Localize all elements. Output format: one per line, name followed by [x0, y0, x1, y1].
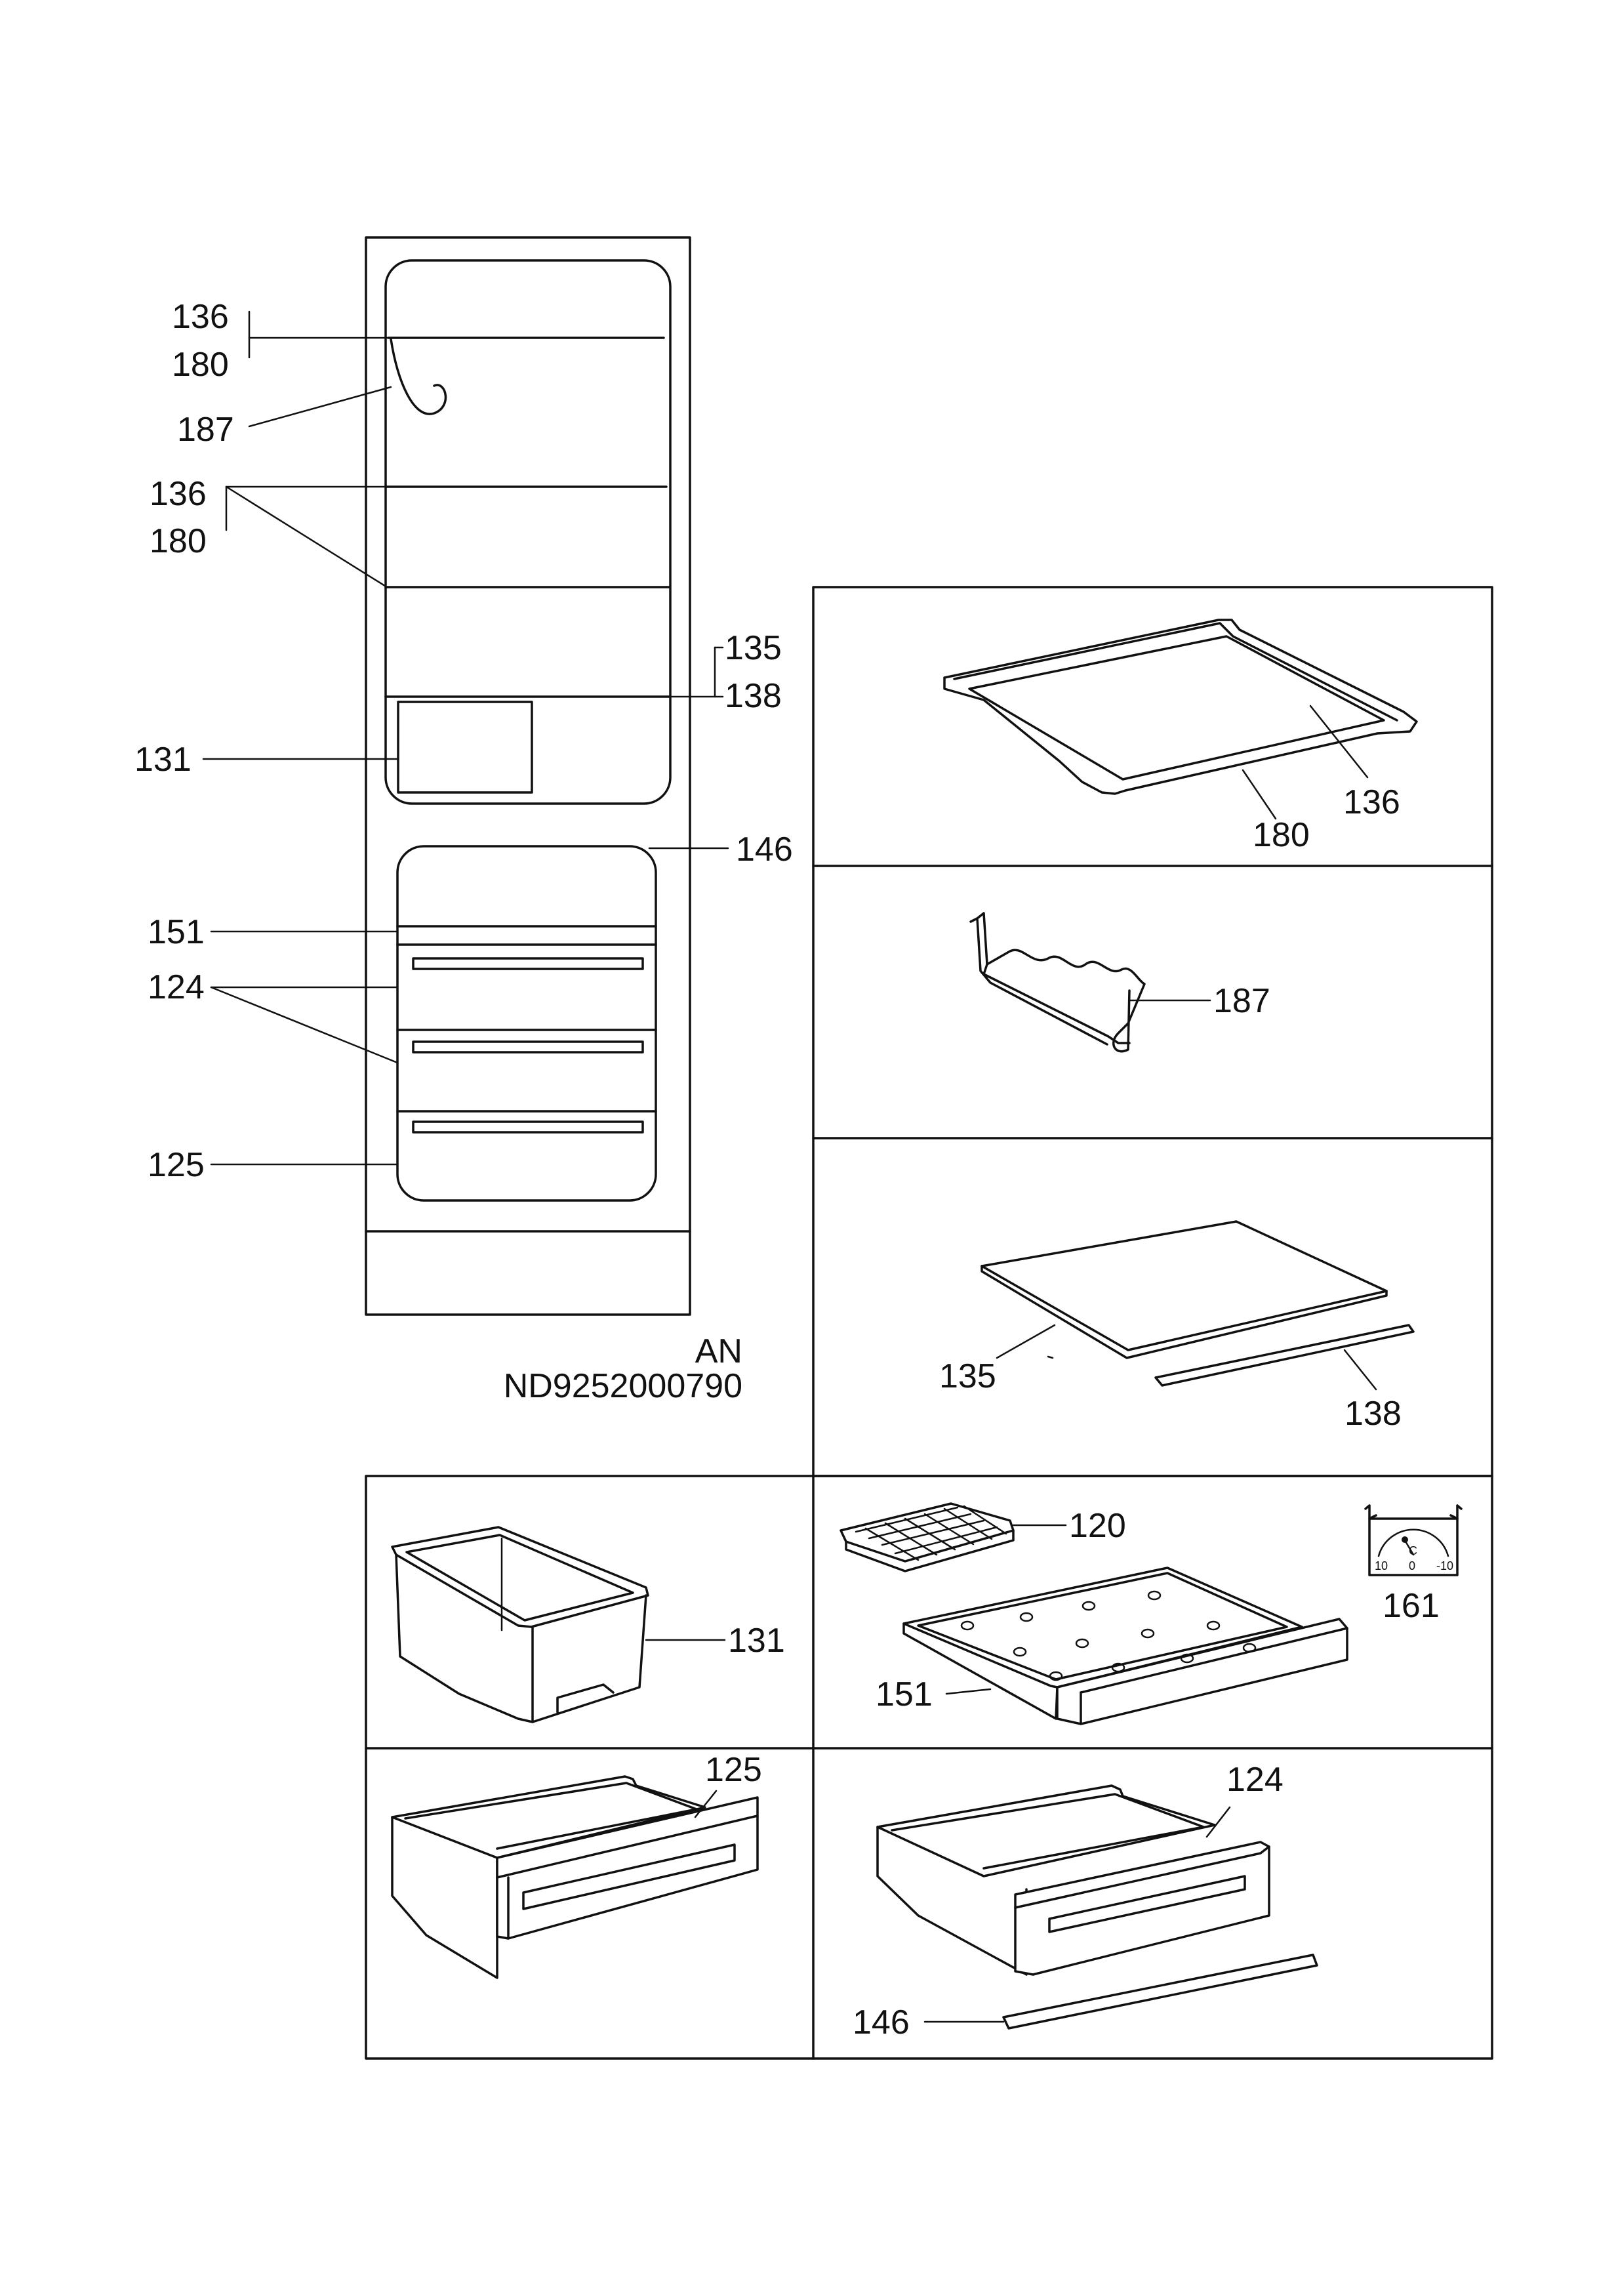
crisper-rim: [391, 1526, 649, 1628]
leader-135-part: [996, 1324, 1056, 1359]
model-label: AN: [695, 1332, 742, 1370]
leader-124-b: [210, 986, 399, 1064]
label-135: 135: [725, 629, 782, 667]
leader-125-part: [694, 1790, 718, 1818]
label-138: 138: [725, 677, 782, 715]
thermometer-needle: [1404, 1539, 1415, 1556]
cabinet-drawer-handle-3: [412, 1120, 644, 1134]
panel-freezer-accessories: 120 151: [839, 1502, 1463, 1725]
thermometer-dial: [1377, 1528, 1449, 1557]
leader-151-part: [945, 1688, 992, 1695]
shelf-frame-rim: [953, 622, 1398, 722]
cover-strip: [1154, 1324, 1415, 1387]
leader-138-part: [1343, 1349, 1377, 1391]
panel-grid: [365, 586, 1493, 2060]
cover-glass-edge: [981, 1265, 1388, 1359]
bottom-drawer-inner-rim: [404, 1782, 698, 1850]
panel-drawer: 124 146: [853, 1761, 1318, 2041]
label-180-mid: 180: [150, 522, 207, 560]
label-187: 187: [177, 411, 234, 449]
flap-strip: [1002, 1954, 1318, 2030]
thermometer: 10 0 -10 C: [1364, 1504, 1463, 1576]
part-label-136: 136: [1343, 783, 1400, 821]
drawer-handle: [1048, 1875, 1246, 1933]
cabinet-bottle-rack: [390, 338, 447, 415]
part-label-187: 187: [1213, 982, 1270, 1020]
drawer-inner-rim: [891, 1793, 1205, 1870]
thermometer-scale-left: 10: [1375, 1559, 1388, 1572]
cabinet-crisper: [397, 701, 533, 794]
crisper-handle-cutout: [556, 1683, 615, 1713]
panel-bottom-drawer: 125: [391, 1751, 762, 1979]
part-label-135: 135: [939, 1357, 996, 1395]
ice-tray-cells: [855, 1505, 1007, 1561]
label-151: 151: [148, 913, 205, 951]
freezer-tray-front-edge: [1080, 1627, 1348, 1694]
label-136-top: 136: [172, 298, 229, 336]
freezer-tray-pegs: [960, 1590, 1257, 1681]
leader-135-stub: [1047, 1355, 1054, 1359]
thermometer-face: [1368, 1517, 1459, 1576]
thermometer-hook-right: [1449, 1504, 1463, 1520]
part-label-146: 146: [853, 2003, 910, 2041]
part-label-161: 161: [1383, 1587, 1440, 1625]
thermometer-scale-mid: 0: [1409, 1559, 1415, 1572]
drawing-code: ND9252000790: [504, 1367, 742, 1405]
crisper-body: [395, 1553, 647, 1723]
bottle-rack-wire-base: [982, 963, 1131, 1044]
freezer-compartment: [396, 845, 657, 1202]
part-label-125: 125: [705, 1751, 762, 1789]
freezer-tray-inner: [917, 1572, 1288, 1681]
bottom-drawer-handle: [522, 1843, 736, 1910]
bottle-rack-wire-back: [976, 912, 1146, 1053]
leader-136-180-mid-b: [225, 485, 388, 588]
part-label-180: 180: [1253, 816, 1310, 854]
thermometer-unit: C: [1409, 1544, 1417, 1557]
bottom-panel-block: [365, 1475, 1493, 2060]
cabinet-overview: 136 180 187 136 180 135 138 131 146 151 …: [134, 236, 793, 1405]
panel-cover: 135 138: [939, 1220, 1415, 1433]
leader-shelf-180: [1242, 769, 1277, 820]
panel-crisper: 131: [391, 1526, 785, 1723]
label-125: 125: [148, 1146, 205, 1184]
panel-bottle-rack: 187: [969, 912, 1270, 1053]
thermometer-hook-left: [1364, 1504, 1377, 1520]
label-146: 146: [736, 830, 793, 869]
part-label-120: 120: [1069, 1507, 1126, 1545]
bottle-rack-wire-front: [969, 917, 1108, 1046]
label-124: 124: [148, 968, 205, 1006]
part-label-151: 151: [876, 1675, 933, 1713]
crisper-opening: [405, 1534, 634, 1622]
cover-glass-top: [981, 1220, 1388, 1351]
shelf-glass: [968, 635, 1385, 781]
drawer-front-edge: [1014, 1845, 1270, 1909]
panel-shelf: 136 180: [943, 619, 1418, 854]
part-label-138: 138: [1345, 1395, 1402, 1433]
bottom-drawer-front-edge: [496, 1814, 759, 1879]
leader-124-part: [1205, 1806, 1231, 1838]
label-180-top: 180: [172, 346, 229, 384]
label-136-mid: 136: [150, 475, 207, 513]
thermometer-scale-right: -10: [1436, 1559, 1453, 1572]
cabinet-outline: [365, 236, 691, 1316]
part-label-131: 131: [728, 1622, 785, 1660]
leader-shelf-136: [1309, 705, 1369, 779]
part-label-124: 124: [1226, 1761, 1284, 1799]
bottom-drawer-side: [391, 1816, 498, 1979]
drawer-front: [1014, 1841, 1270, 1976]
cabinet-drawer-handle-2: [412, 1040, 644, 1054]
shelf-frame: [943, 619, 1418, 795]
leader-187: [248, 386, 392, 428]
thermometer-pivot: [1402, 1536, 1408, 1543]
ice-tray-side: [845, 1529, 1015, 1572]
label-131: 131: [134, 741, 192, 779]
fridge-compartment: [384, 259, 672, 805]
cabinet-drawer-handle-1: [412, 957, 644, 970]
